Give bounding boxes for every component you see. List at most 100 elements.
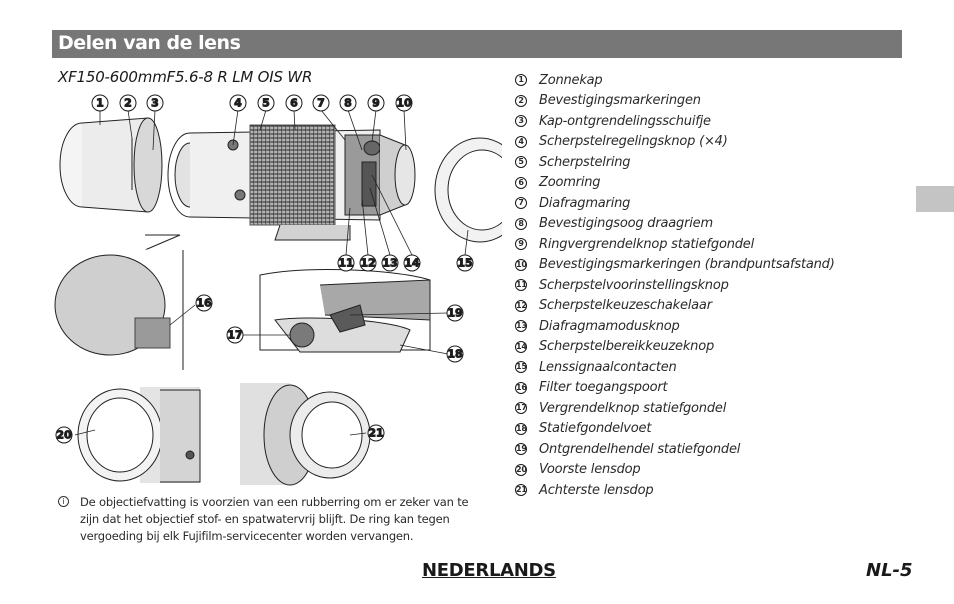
- part-label: Zonnekap: [539, 72, 603, 88]
- number-marker: 9: [515, 238, 527, 251]
- list-item: 17 Vergrendelknop statiefgondel: [515, 398, 835, 419]
- number-marker: 12: [515, 299, 527, 312]
- tripod-foot-detail-drawing: [259, 269, 431, 353]
- list-item: 21 Achterste lensdop: [515, 480, 835, 501]
- marker-12: 12: [360, 257, 375, 270]
- part-label: Scherpstelring: [539, 154, 631, 170]
- marker-5: 5: [262, 97, 270, 110]
- marker-8: 8: [344, 97, 352, 110]
- marker-7: 7: [317, 97, 325, 110]
- list-item: 10 Bevestigingsmarkeringen (brandpuntsafs…: [515, 255, 835, 276]
- section-header-bar: Delen van de lens: [52, 30, 902, 58]
- part-label: Diafragmaring: [539, 195, 631, 211]
- part-label: Scherpstelregelingsknop (×4): [539, 134, 728, 150]
- marker-15: 15: [457, 257, 472, 270]
- part-label: Bevestigingsmarkeringen (brandpuntsafsta…: [539, 257, 835, 273]
- part-label: Filter toegangspoort: [539, 380, 668, 396]
- section-title: Delen van de lens: [58, 32, 241, 54]
- part-label: Scherpstelvoorinstellingsknop: [539, 277, 729, 293]
- marker-18: 18: [447, 348, 462, 361]
- rear-cap-drawing: [240, 383, 371, 486]
- number-marker: 3: [515, 115, 527, 128]
- list-item: 13 Diafragmamodusknop: [515, 316, 835, 337]
- marker-1: 1: [96, 97, 104, 110]
- number-marker: 4: [515, 135, 527, 148]
- list-item: 9 Ringvergrendelknop statiefgondel: [515, 234, 835, 255]
- list-item: 18 Statiefgondelvoet: [515, 419, 835, 440]
- hood-detail-drawing: [54, 234, 184, 371]
- number-marker: 11: [515, 279, 527, 292]
- marker-17: 17: [227, 329, 242, 342]
- list-item: 14 Scherpstelbereikkeuzeknop: [515, 337, 835, 358]
- number-marker: 21: [515, 484, 527, 497]
- number-marker: 16: [515, 381, 527, 394]
- part-label: Ringvergrendelknop statiefgondel: [539, 236, 754, 252]
- number-marker: 7: [515, 197, 527, 210]
- marker-4: 4: [234, 97, 242, 110]
- list-item: 19 Ontgrendelhendel statiefgondel: [515, 439, 835, 460]
- list-item: 3 Kap-ontgrendelingsschuifje: [515, 111, 835, 132]
- number-marker: 5: [515, 156, 527, 169]
- list-item: 12 Scherpstelkeuzeschakelaar: [515, 296, 835, 317]
- list-item: 2 Bevestigingsmarkeringen: [515, 91, 835, 112]
- list-item: 1 Zonnekap: [515, 70, 835, 91]
- part-label: Bevestigingsoog draagriem: [539, 216, 713, 232]
- marker-2: 2: [124, 97, 132, 110]
- number-marker: 8: [515, 217, 527, 230]
- number-marker: 6: [515, 176, 527, 189]
- rubber-ring-note: i De objectiefvatting is voorzien van ee…: [58, 494, 488, 545]
- list-item: 15 Lenssignaalcontacten: [515, 357, 835, 378]
- marker-6: 6: [290, 97, 298, 110]
- number-marker: 20: [515, 463, 527, 476]
- part-label: Vergrendelknop statiefgondel: [539, 400, 727, 416]
- list-item: 20 Voorste lensdop: [515, 460, 835, 481]
- marker-9: 9: [372, 97, 380, 110]
- part-label: Kap-ontgrendelingsschuifje: [539, 113, 711, 129]
- part-label: Achterste lensdop: [539, 482, 654, 498]
- number-marker: 17: [515, 402, 527, 415]
- lens-hood-drawing: [59, 117, 163, 213]
- part-label: Bevestigingsmarkeringen: [539, 93, 701, 109]
- part-label: Diafragmamodusknop: [539, 318, 680, 334]
- number-marker: 18: [515, 422, 527, 435]
- parts-list: 1 Zonnekap 2 Bevestigingsmarkeringen 3 Kap-…: [515, 70, 835, 501]
- front-cap-drawing: [77, 387, 201, 483]
- number-marker: 13: [515, 320, 527, 333]
- part-label: Ontgrendelhendel statiefgondel: [539, 441, 741, 457]
- lens-parts-illustration: 1 2 3 4 5 6 7 8 9 10 11 12 13 14 15 16 1…: [50, 90, 502, 490]
- marker-3: 3: [151, 97, 159, 110]
- lens-model-name: XF150-600mmF5.6-8 R LM OIS WR: [58, 68, 313, 86]
- lens-body-drawing: [167, 124, 502, 243]
- part-label: Zoomring: [539, 175, 601, 191]
- list-item: 7 Diafragmaring: [515, 193, 835, 214]
- page-number: NL-5: [866, 560, 913, 581]
- section-side-tab: [916, 186, 954, 212]
- part-label: Scherpstelkeuzeschakelaar: [539, 298, 712, 314]
- footer-language: NEDERLANDS: [422, 560, 556, 581]
- marker-14: 14: [404, 257, 420, 270]
- marker-21: 21: [368, 427, 383, 440]
- marker-10: 10: [396, 97, 412, 110]
- note-text: De objectiefvatting is voorzien van een …: [80, 495, 469, 543]
- list-item: 11 Scherpstelvoorinstellingsknop: [515, 275, 835, 296]
- part-label: Scherpstelbereikkeuzeknop: [539, 339, 715, 355]
- number-marker: 15: [515, 361, 527, 374]
- marker-16: 16: [196, 297, 212, 310]
- number-marker: 2: [515, 94, 527, 107]
- info-icon: i: [58, 496, 69, 507]
- list-item: 5 Scherpstelring: [515, 152, 835, 173]
- part-label: Voorste lensdop: [539, 462, 641, 478]
- part-label: Lenssignaalcontacten: [539, 359, 677, 375]
- list-item: 8 Bevestigingsoog draagriem: [515, 214, 835, 235]
- marker-13: 13: [382, 257, 397, 270]
- number-marker: 19: [515, 443, 527, 456]
- marker-20: 20: [56, 429, 72, 442]
- number-marker: 1: [515, 74, 527, 87]
- number-marker: 10: [515, 258, 527, 271]
- marker-19: 19: [447, 307, 462, 320]
- list-item: 4 Scherpstelregelingsknop (×4): [515, 132, 835, 153]
- number-marker: 14: [515, 340, 527, 353]
- part-label: Statiefgondelvoet: [539, 421, 652, 437]
- list-item: 16 Filter toegangspoort: [515, 378, 835, 399]
- marker-11: 11: [338, 257, 353, 270]
